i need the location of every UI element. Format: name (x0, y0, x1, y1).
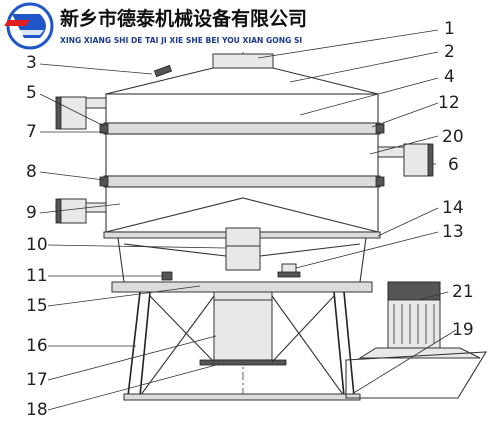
drive-motor (345, 281, 488, 399)
bottom-frame (105, 186, 379, 233)
observation-port (153, 64, 173, 78)
upper-frame (105, 93, 379, 124)
company-logo (4, 2, 54, 50)
callout-2: 2 (444, 42, 455, 62)
callout-20: 20 (442, 127, 464, 147)
company-name-en: XING XIANG SHI DE TAI JI XIE SHE BEI YOU… (60, 36, 302, 45)
clamp-ring-lower (103, 175, 381, 188)
callout-18: 18 (26, 400, 48, 420)
callout-1: 1 (444, 19, 455, 39)
leader-lines (39, 29, 457, 411)
callout-16: 16 (26, 336, 48, 356)
pulley (199, 359, 287, 366)
clamp-ring-upper (103, 122, 381, 135)
callout-8: 8 (26, 162, 37, 182)
feed-inlet (212, 53, 274, 69)
top-cover (105, 67, 379, 95)
company-name-cn: 新乡市德泰机械设备有限公司 (60, 7, 307, 30)
upper-outlet (55, 96, 107, 130)
vibration-motor-lower (213, 291, 273, 361)
callout-13: 13 (442, 222, 464, 242)
middle-frame (105, 133, 379, 177)
vibration-motor-upper (225, 227, 261, 271)
callout-7: 7 (26, 122, 37, 142)
callout-19: 19 (452, 320, 474, 340)
base-block (161, 271, 173, 281)
callout-4: 4 (444, 67, 455, 87)
callout-15: 15 (26, 296, 48, 316)
callout-3: 3 (26, 53, 37, 73)
stand (123, 291, 361, 401)
bottom-outlet (55, 198, 107, 224)
callout-10: 10 (26, 235, 48, 255)
callout-11: 11 (26, 266, 48, 286)
callout-5: 5 (26, 83, 37, 103)
callout-17: 17 (26, 370, 48, 390)
support-plate (111, 281, 373, 293)
callout-14: 14 (442, 198, 464, 218)
machine-drawing (55, 52, 488, 401)
callout-6: 6 (448, 155, 459, 175)
callout-9: 9 (26, 203, 37, 223)
middle-outlet (377, 143, 434, 177)
callout-21: 21 (452, 282, 474, 302)
callout-12: 12 (438, 93, 460, 113)
callout-numbers: 1 2 3 4 5 12 7 20 6 8 14 9 13 10 11 21 1… (26, 19, 474, 420)
